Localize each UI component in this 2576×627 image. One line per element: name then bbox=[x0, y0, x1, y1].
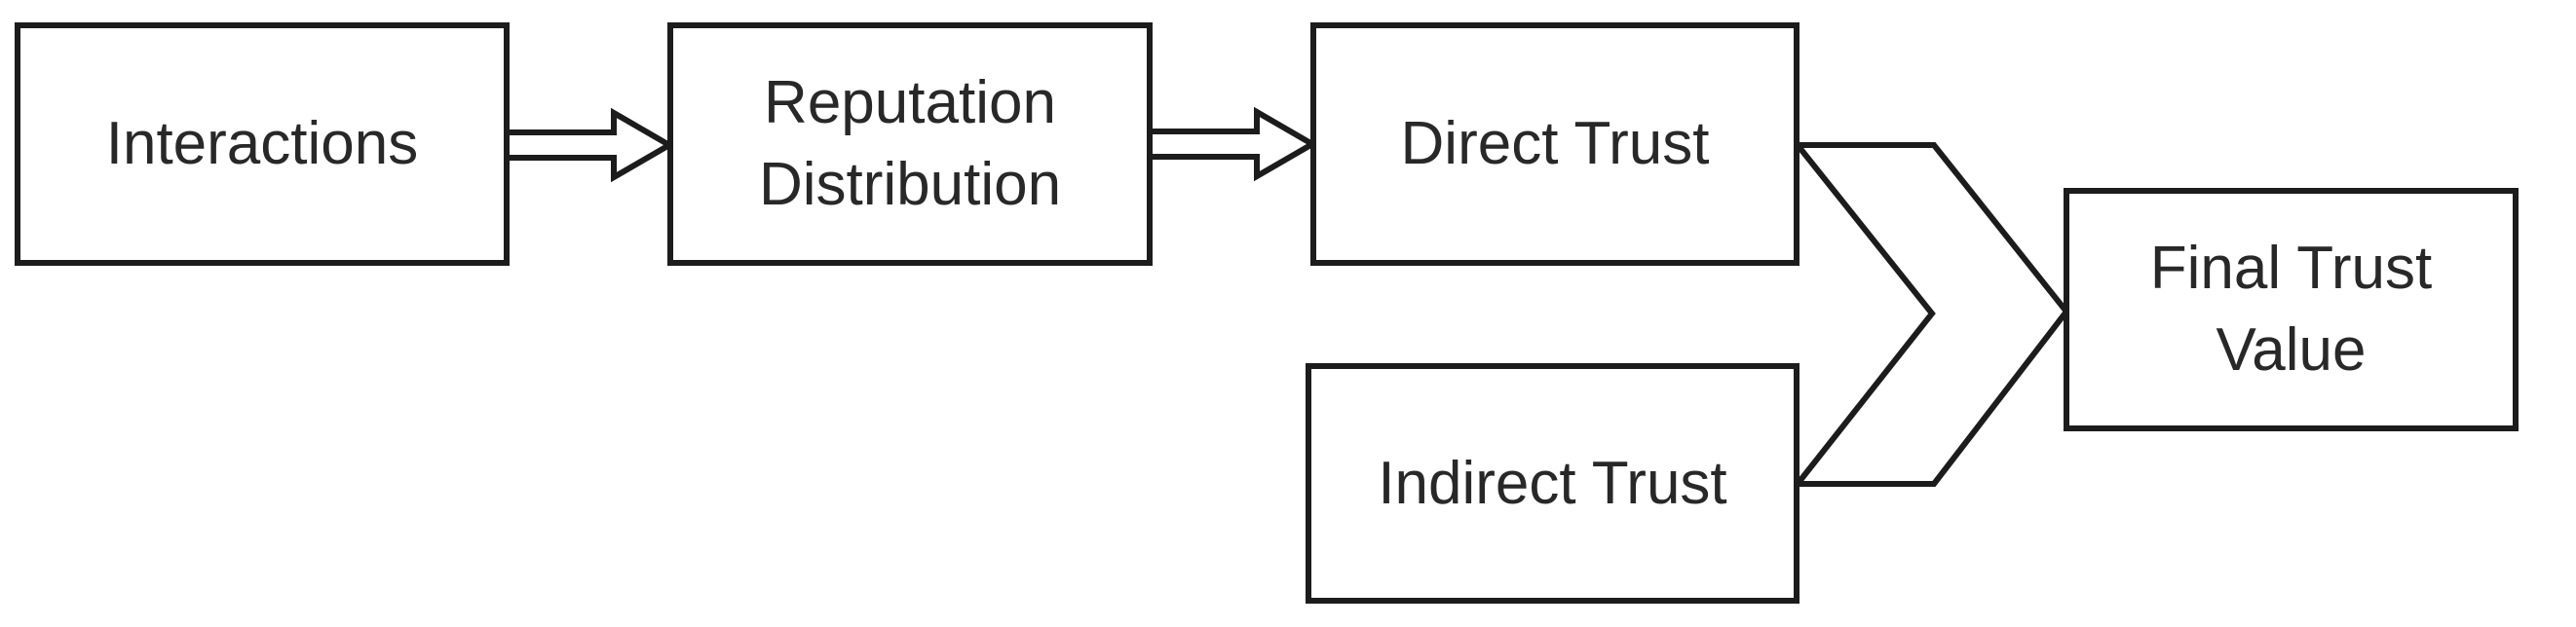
node-direct-trust: Direct Trust bbox=[1310, 22, 1799, 266]
block-arrow-icon-reputation-to-direct bbox=[1145, 106, 1318, 182]
node-reputation-distribution: Reputation Distribution bbox=[667, 22, 1153, 266]
node-final-trust-value: Final Trust Value bbox=[2064, 188, 2519, 431]
node-interactions: Interactions bbox=[15, 22, 510, 266]
merge-chevron-inner-line bbox=[1795, 143, 1936, 486]
node-indirect-trust: Indirect Trust bbox=[1306, 363, 1799, 604]
block-arrow-icon-interactions-to-reputation bbox=[502, 107, 675, 183]
